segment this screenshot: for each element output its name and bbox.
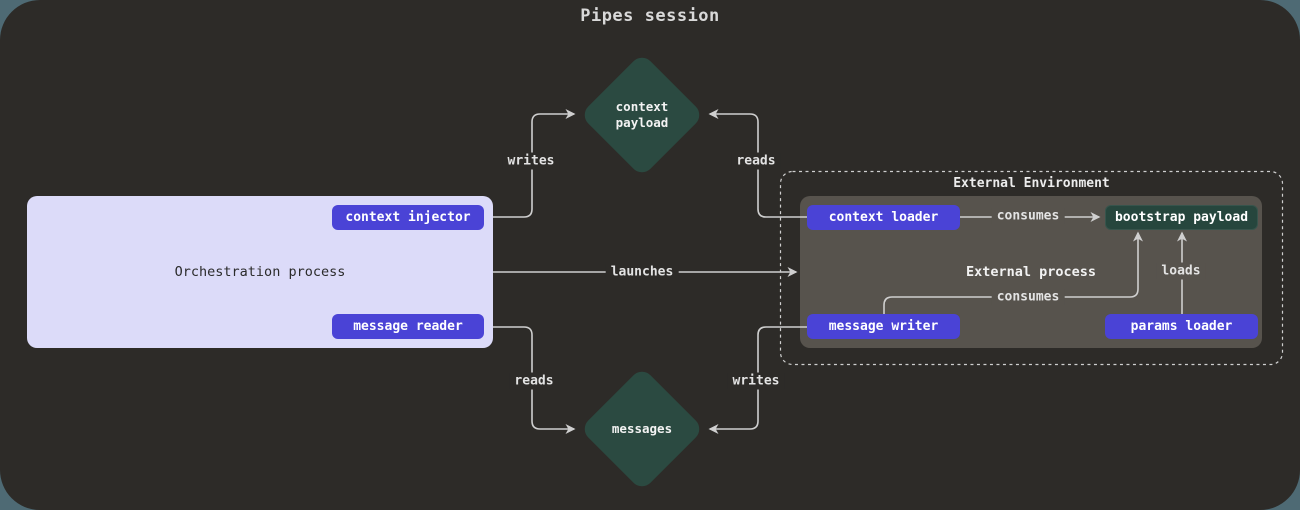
context-injector-node: context injector	[332, 205, 484, 230]
messages-node: messages	[579, 366, 705, 492]
edge-label-launches: launches	[605, 263, 679, 281]
orchestration-process-label: Orchestration process	[174, 264, 346, 280]
edge-label-writes-top: writes	[502, 152, 560, 170]
message-writer-node: message writer	[807, 314, 960, 339]
edge-label-consumes-bottom: consumes	[991, 288, 1065, 306]
message-reader-node: message reader	[332, 314, 484, 339]
messages-label: messages	[611, 421, 673, 437]
bootstrap-payload-node: bootstrap payload	[1105, 205, 1258, 230]
diagram-title: Pipes session	[580, 6, 720, 26]
edge-label-loads: loads	[1156, 262, 1206, 280]
context-payload-node: context payload	[579, 52, 705, 178]
edge-label-consumes-top: consumes	[991, 207, 1065, 225]
edge-label-reads-top: reads	[731, 152, 781, 170]
context-payload-label: context payload	[615, 99, 669, 130]
context-loader-node: context loader	[807, 205, 960, 230]
params-loader-node: params loader	[1105, 314, 1258, 339]
external-environment-label: External Environment	[953, 176, 1110, 191]
edge-label-writes-bottom: writes	[727, 372, 785, 390]
orchestration-process-panel: Orchestration process context injector m…	[27, 196, 493, 348]
edge-label-reads-bottom: reads	[509, 372, 559, 390]
